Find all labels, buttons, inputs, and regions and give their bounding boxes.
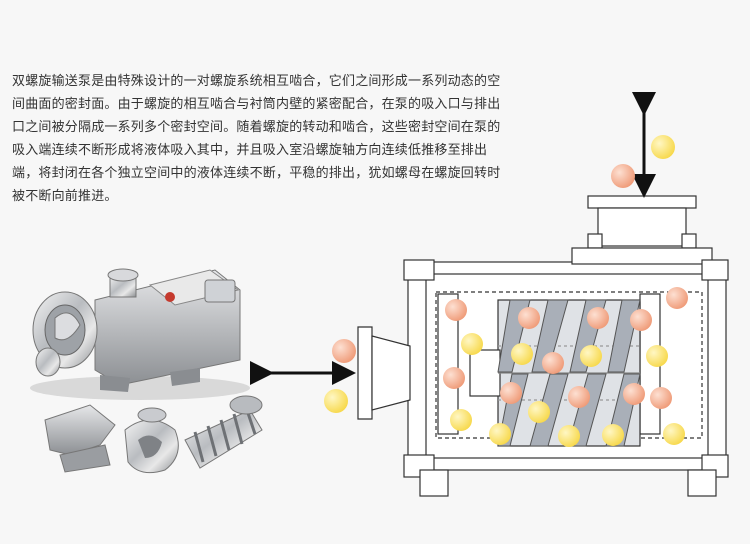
particle-orange [542,352,564,374]
particle-orange [500,382,522,404]
pump-parts-photo [44,395,263,474]
particle-orange [443,367,465,389]
particle-yellow [511,343,533,365]
particle-orange [587,307,609,329]
particle-yellow [558,425,580,447]
particle-yellow [528,401,550,423]
particle-orange [332,339,356,363]
screw-flights [497,299,641,447]
particle-yellow [580,345,602,367]
particle-orange [666,287,688,309]
fluid-particles [324,135,688,447]
particle-yellow [450,409,472,431]
particle-yellow [324,389,348,413]
screw-rotor-photo [184,395,263,469]
particle-orange [445,299,467,321]
pump-description-text: 双螺旋输送泵是由特殊设计的一对螺旋系统相互啮合，它们之间形成一系列动态的空间曲面… [12,74,501,204]
particle-orange [568,386,590,408]
particle-yellow [646,345,668,367]
particle-orange [630,309,652,331]
twin-screw-pump-photo [30,268,250,400]
particle-orange [650,387,672,409]
particle-orange [518,307,540,329]
particle-yellow [461,333,483,355]
particle-yellow [602,424,624,446]
particle-orange [623,383,645,405]
particle-yellow [651,135,675,159]
particle-yellow [489,423,511,445]
particle-orange [611,164,635,188]
particle-yellow [663,423,685,445]
